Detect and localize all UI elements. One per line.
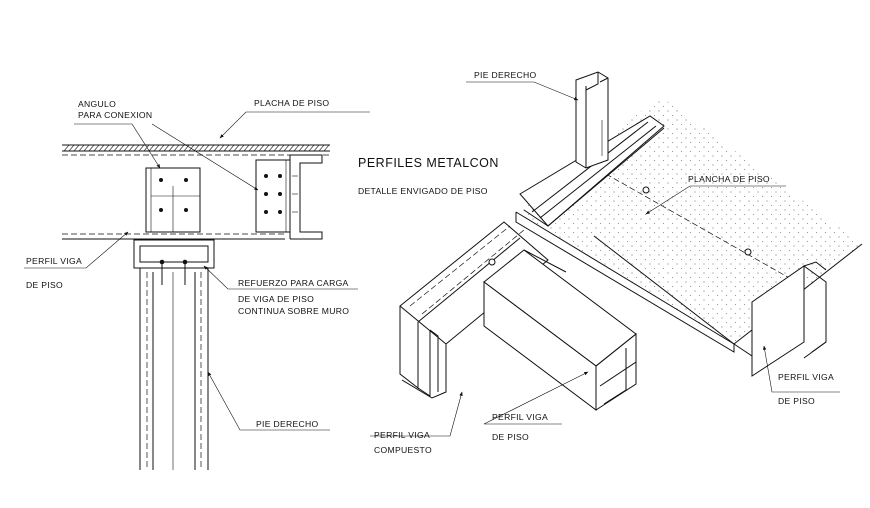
isometric-view <box>399 71 863 411</box>
annotations: ANGULO PARA CONEXION PLACHA DE PISO PERF… <box>26 70 834 455</box>
label-perfil-viga-right-1: PERFIL VIGA <box>778 372 834 382</box>
label-perfil-viga-mid-1: PERFIL VIGA <box>492 412 548 422</box>
label-refuerzo-2: DE VIGA DE PISO <box>238 294 314 304</box>
leaders-left <box>24 111 370 431</box>
label-refuerzo-3: CONTINUA SOBRE MURO <box>238 306 349 316</box>
diagram-title: PERFILES METALCON <box>358 156 499 170</box>
floor-beam-section <box>62 154 330 240</box>
label-plancha-piso: PLANCHA DE PISO <box>688 174 770 184</box>
reinforcement-channel <box>133 239 215 285</box>
diagram-subtitle: DETALLE ENVIGADO DE PISO <box>358 186 488 196</box>
label-perfil-compuesto-2: COMPUESTO <box>374 445 432 455</box>
leaders-right <box>370 81 840 437</box>
stud-section <box>139 268 209 470</box>
label-perfil-compuesto-1: PERFIL VIGA <box>374 430 430 440</box>
label-perfil-viga-right-2: DE PISO <box>778 396 815 406</box>
label-pie-derecho-left: PIE DERECHO <box>256 419 319 429</box>
label-perfil-viga-mid-2: DE PISO <box>492 432 529 442</box>
label-refuerzo-1: REFUERZO PARA CARGA <box>238 278 349 288</box>
transverse-beam <box>399 221 549 399</box>
end-connection-plate <box>255 154 323 240</box>
label-angulo-1: ANGULO <box>78 99 116 109</box>
label-pie-derecho-right: PIE DERECHO <box>474 70 537 80</box>
label-angulo-2: PARA CONEXION <box>78 110 152 120</box>
connection-angle-plate <box>145 167 201 233</box>
section-detail <box>62 144 330 470</box>
label-perfil-viga-left-2: DE PISO <box>26 280 63 290</box>
floor-plank-section <box>62 144 330 152</box>
stud-iso <box>519 71 665 227</box>
main-beam <box>483 249 637 411</box>
label-placha-piso: PLACHA DE PISO <box>254 98 329 108</box>
label-perfil-viga-left-1: PERFIL VIGA <box>26 256 82 266</box>
